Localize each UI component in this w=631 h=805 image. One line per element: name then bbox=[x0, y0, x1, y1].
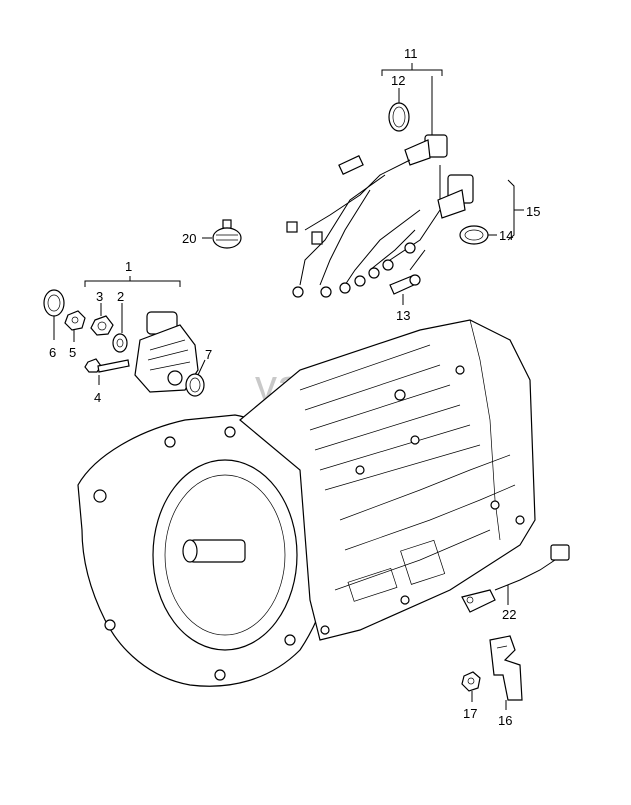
callout-17: 17 bbox=[463, 706, 477, 721]
callout-6: 6 bbox=[49, 345, 56, 360]
part-14-o-ring bbox=[459, 225, 489, 245]
wiring-harness bbox=[286, 134, 474, 298]
part-7-seal bbox=[185, 373, 205, 397]
callout-11: 11 bbox=[404, 46, 418, 61]
callout-15: 15 bbox=[526, 204, 540, 219]
callout-1: 1 bbox=[125, 259, 132, 274]
part-5-nut bbox=[64, 310, 86, 331]
part-2-washer bbox=[112, 333, 128, 353]
callout-4: 4 bbox=[94, 390, 101, 405]
part-12-o-ring bbox=[388, 102, 410, 132]
callout-7: 7 bbox=[205, 347, 212, 362]
part-3-nut bbox=[90, 315, 114, 336]
transmission-housing bbox=[77, 319, 536, 687]
callout-12: 12 bbox=[391, 73, 405, 88]
callout-3: 3 bbox=[96, 289, 103, 304]
callout-5: 5 bbox=[69, 345, 76, 360]
bracket-line-11 bbox=[381, 63, 443, 135]
callout-22: 22 bbox=[502, 607, 516, 622]
callout-20: 20 bbox=[182, 231, 196, 246]
part-13-plug bbox=[389, 274, 421, 295]
part-4-bolt bbox=[84, 358, 130, 373]
part-17-nut bbox=[461, 671, 481, 692]
callout-14: 14 bbox=[499, 228, 513, 243]
callout-13: 13 bbox=[396, 308, 410, 323]
bracket-line-1 bbox=[84, 276, 181, 287]
callout-2: 2 bbox=[117, 289, 124, 304]
part-16-bracket bbox=[489, 635, 523, 701]
part-20-sensor bbox=[212, 219, 242, 249]
part-6-cap bbox=[43, 289, 65, 317]
callout-16: 16 bbox=[498, 713, 512, 728]
bracket-line-15 bbox=[507, 179, 524, 241]
